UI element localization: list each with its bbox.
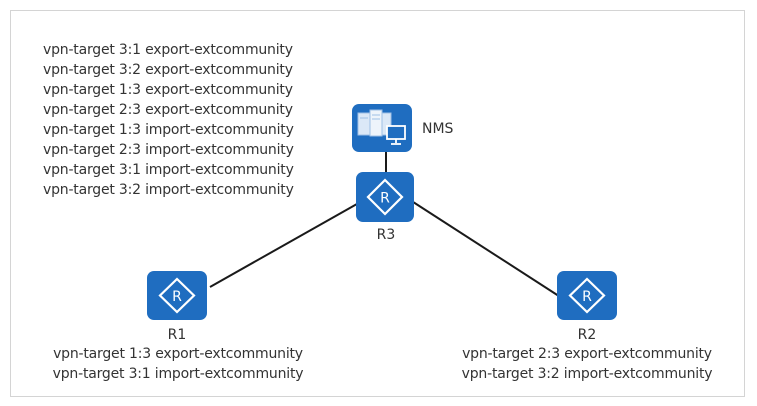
r1-config-block: vpn-target 1:3 export-extcommunity vpn-t… [28,344,328,384]
link-r3-r2 [409,199,566,301]
r2-config-line: vpn-target 2:3 export-extcommunity [462,346,712,362]
r2-config-block: vpn-target 2:3 export-extcommunity vpn-t… [437,344,737,384]
r3-config-line: vpn-target 3:1 export-extcommunity [43,42,293,58]
r1-router-node[interactable]: R [147,271,207,320]
router-icon: R [568,277,606,314]
nms-node[interactable] [352,104,412,152]
r3-router-node[interactable]: R [356,172,414,222]
r1-label: R1 [167,327,187,343]
r3-config-block: vpn-target 3:1 export-extcommunity vpn-t… [43,40,294,200]
r1-config-line: vpn-target 1:3 export-extcommunity [53,346,303,362]
r3-config-line: vpn-target 3:2 export-extcommunity [43,62,293,78]
r3-config-line: vpn-target 2:3 import-extcommunity [43,142,294,158]
r3-config-line: vpn-target 3:2 import-extcommunity [43,182,294,198]
r1-config-line: vpn-target 3:1 import-extcommunity [52,366,304,382]
r3-config-line: vpn-target 3:1 import-extcommunity [43,162,294,178]
r2-router-node[interactable]: R [557,271,617,320]
svg-text:R: R [582,289,592,305]
svg-text:R: R [172,289,182,305]
svg-text:R: R [380,191,390,207]
r3-label: R3 [376,227,396,243]
r3-config-line: vpn-target 1:3 export-extcommunity [43,82,293,98]
r3-config-line: vpn-target 2:3 export-extcommunity [43,102,293,118]
r2-label: R2 [577,327,597,343]
router-icon: R [366,178,404,216]
router-icon: R [158,277,196,314]
r2-config-line: vpn-target 3:2 import-extcommunity [461,366,713,382]
server-monitor-icon [357,109,406,145]
nms-label: NMS [422,121,454,137]
r3-config-line: vpn-target 1:3 import-extcommunity [43,122,294,138]
link-r3-r1 [209,199,365,288]
